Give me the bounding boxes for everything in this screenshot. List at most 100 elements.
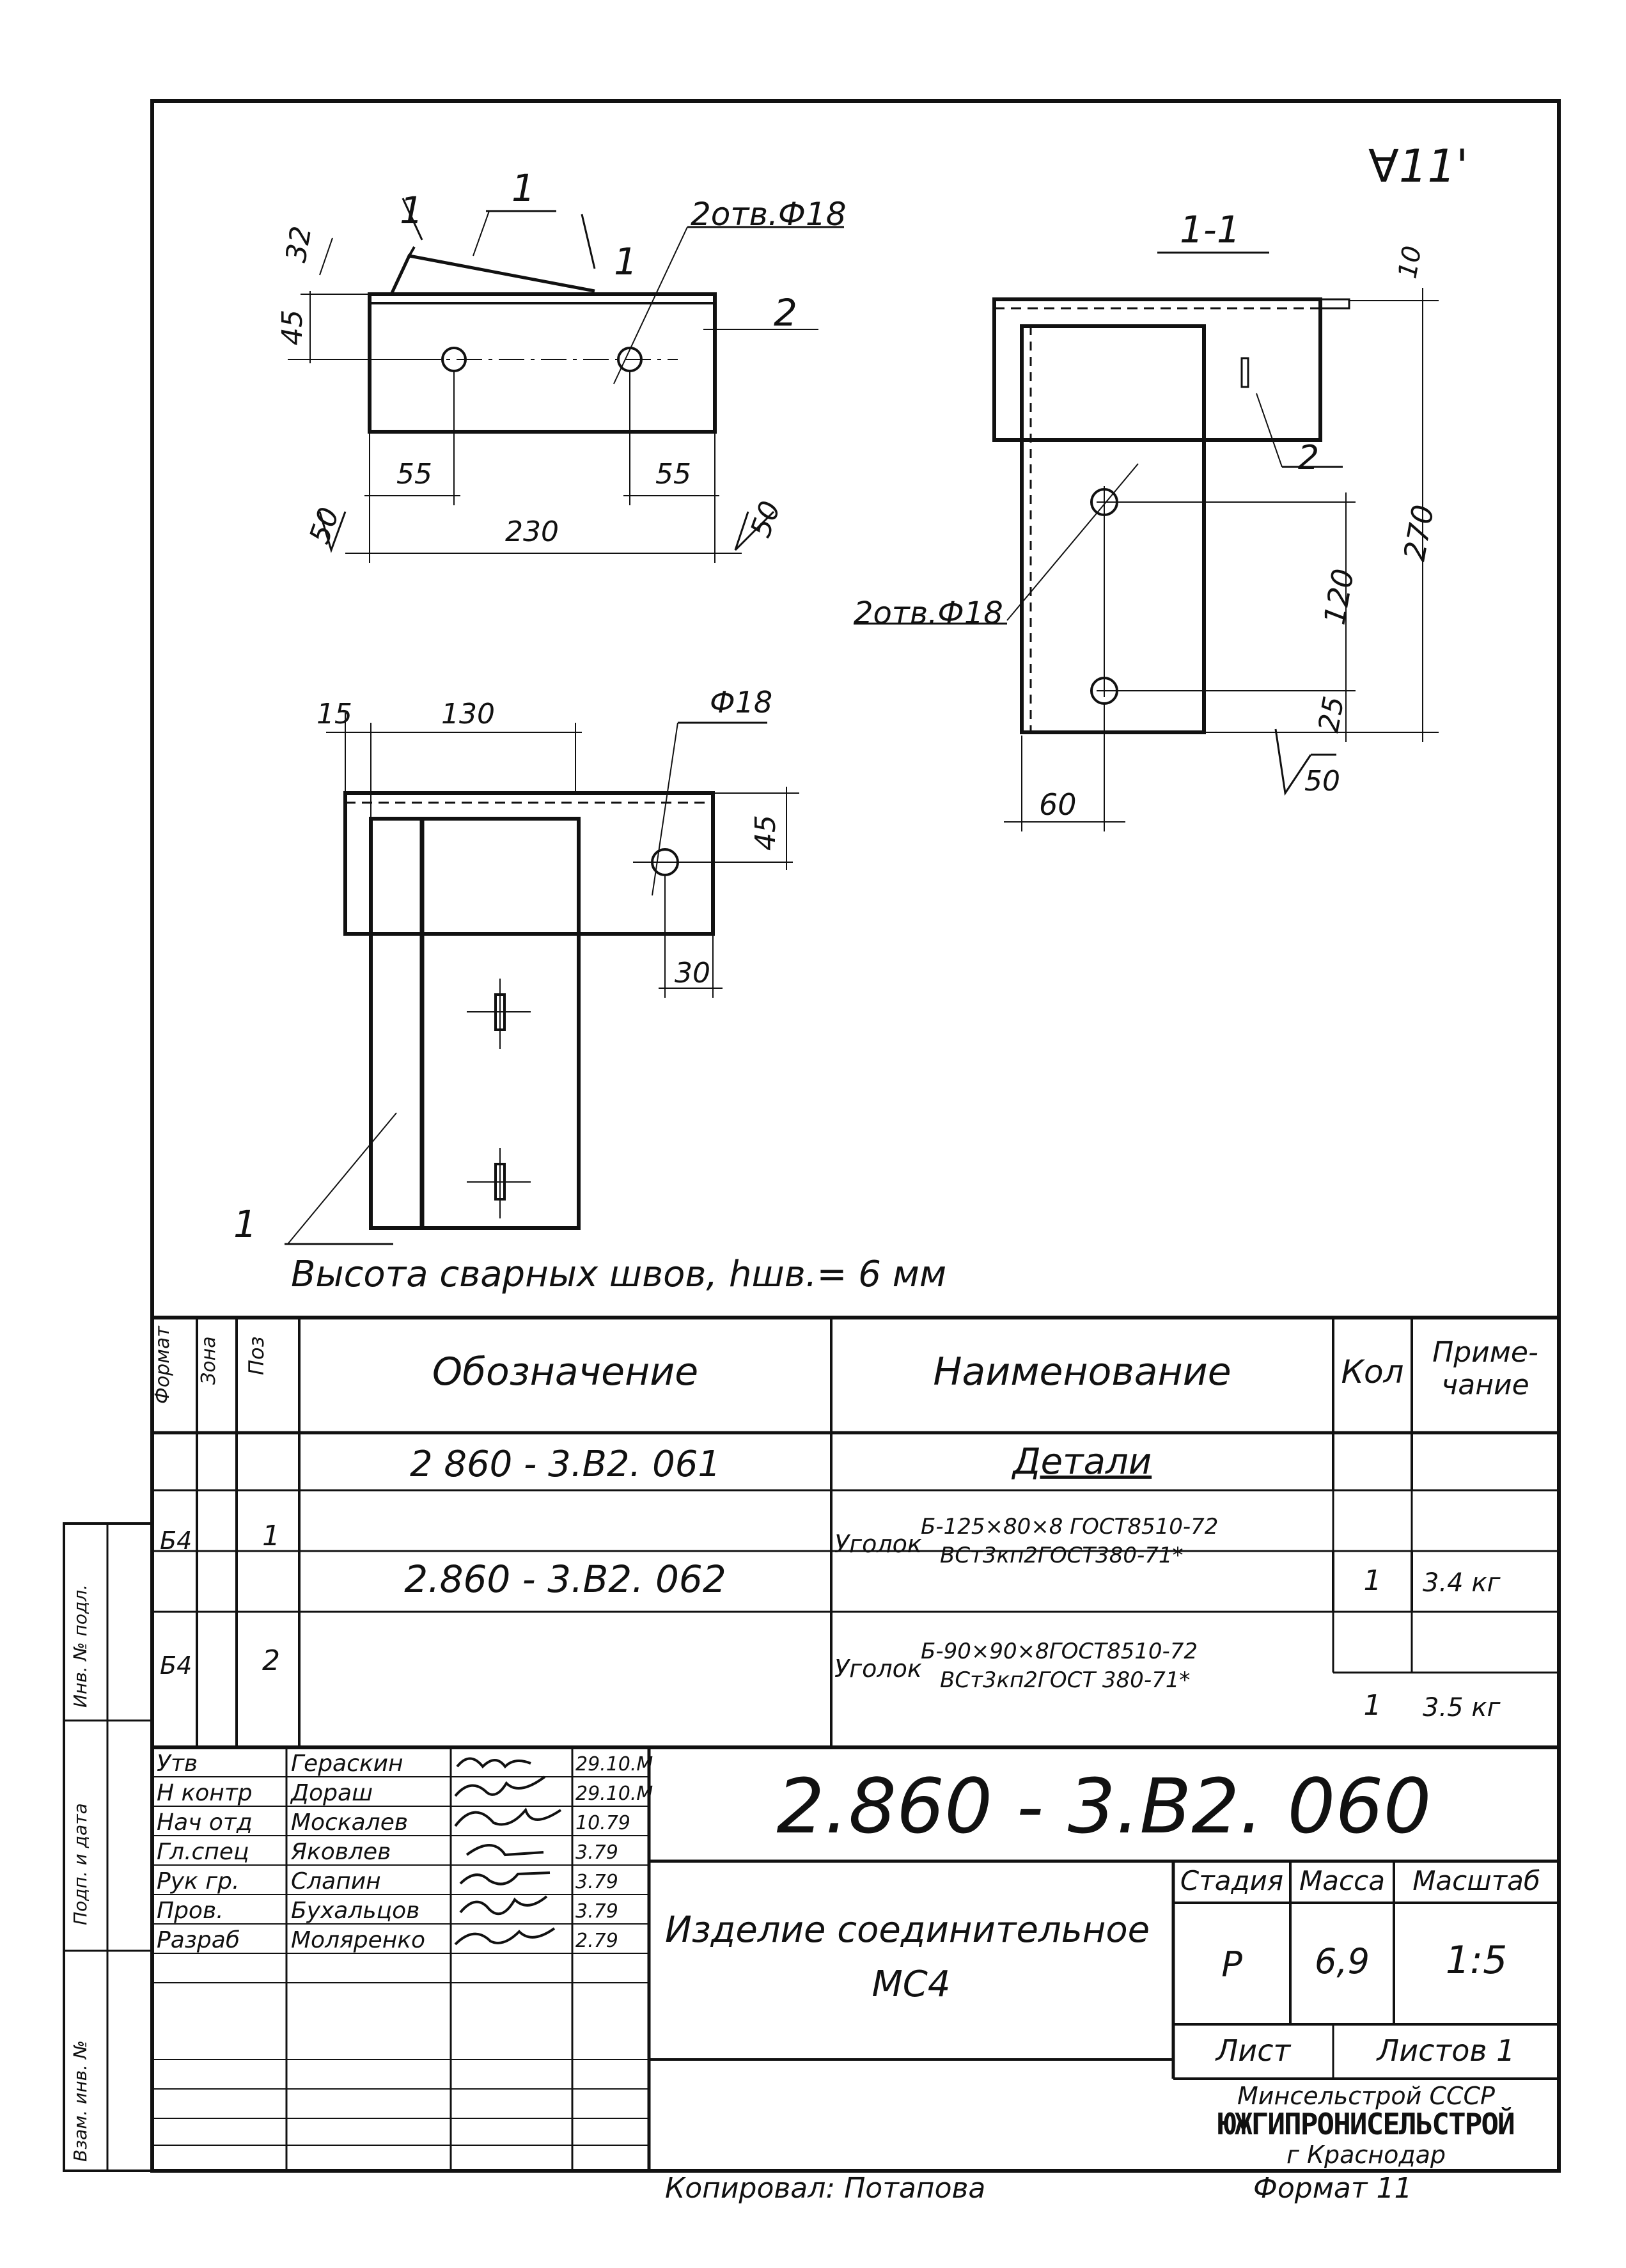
left-margin-lines — [63, 1522, 153, 2172]
city: г Краснодар — [1286, 2141, 1446, 2169]
header-designation: Обозначение — [432, 1350, 699, 1394]
signature-date: 10.79 — [575, 1812, 630, 1834]
signature-date: 29.10.М — [575, 1783, 653, 1805]
description-line1: Изделие соединительное — [665, 1909, 1150, 1951]
dim-230: 230 — [505, 516, 559, 548]
section-view — [854, 251, 1439, 831]
dim-55-left: 55 — [396, 458, 432, 491]
row1-format: Б4 — [160, 1527, 192, 1555]
row1-designation: 2.860 - 3.В2. 062 — [404, 1557, 726, 1601]
row1-pos: 1 — [262, 1520, 280, 1552]
stage-label: Стадия — [1180, 1865, 1284, 1896]
section-holes-note: 2отв.Ф18 — [854, 595, 1003, 631]
margin-label-sign: Подп. и дата — [70, 1803, 91, 1925]
signature-date: 3.79 — [575, 1841, 618, 1864]
header-note: Приме-чание — [1432, 1336, 1538, 1401]
front-view — [288, 198, 844, 563]
mass-label: Масса — [1299, 1865, 1385, 1896]
drawing-code: 2.860 - 3.В2. 060 — [776, 1762, 1432, 1850]
header-zone: Зона — [198, 1336, 220, 1385]
scale-label: Масштаб — [1412, 1865, 1540, 1896]
row2-format: Б4 — [160, 1651, 192, 1680]
signatures-marks — [454, 1757, 562, 1946]
row2-qty: 1 — [1363, 1689, 1382, 1722]
row1-note: 3.4 кг — [1423, 1568, 1501, 1598]
dim-32: 32 — [279, 223, 318, 265]
section-part2-label: 2 — [1298, 439, 1320, 477]
dim-30: 30 — [675, 957, 710, 989]
dim-120: 120 — [1317, 566, 1361, 627]
signature-name: Яковлев — [291, 1839, 391, 1865]
signature-role: Утв — [157, 1751, 198, 1777]
margin-label-inv: Инв. № подл. — [70, 1584, 91, 1708]
sheet-label: Лист — [1216, 2033, 1291, 2068]
signature-date: 3.79 — [575, 1871, 618, 1893]
sheets-label: Листов 1 — [1377, 2033, 1515, 2068]
dim-45-plan: 45 — [749, 815, 782, 851]
section-mark-left: 1 — [400, 189, 423, 232]
signature-name: Москалев — [291, 1809, 409, 1836]
dim-10: 10 — [1393, 243, 1428, 281]
section-mark-right: 1 — [614, 240, 637, 283]
row2-note: 3.5 кг — [1423, 1693, 1501, 1722]
header-pos: Поз — [244, 1336, 269, 1375]
signature-date: 2.79 — [575, 1930, 618, 1952]
row1-name-prefix: Уголок — [834, 1530, 922, 1558]
footer-copied: Копировал: Потапова — [665, 2172, 986, 2205]
spec-table-lines — [152, 1316, 1559, 1747]
signature-name: Бухальцов — [291, 1898, 420, 1924]
header-name: Наименование — [933, 1350, 1231, 1394]
signature-name: Гераскин — [291, 1751, 403, 1777]
stage-value: Р — [1221, 1944, 1242, 1985]
roughness-section: 50 — [1304, 765, 1340, 798]
footer-format: Формат 11 — [1253, 2172, 1412, 2205]
signature-role: Пров. — [157, 1898, 224, 1924]
description-line2: МС4 — [872, 1964, 951, 2005]
dim-25: 25 — [1312, 693, 1351, 735]
plan-view — [285, 713, 799, 1245]
row1-qty: 1 — [1363, 1564, 1382, 1597]
front-part1-label: 1 — [512, 166, 535, 210]
row2-name-bottom: ВСт3кп2ГОСТ 380-71* — [940, 1667, 1191, 1693]
dim-60: 60 — [1039, 787, 1077, 822]
weld-note: Высота сварных швов, hшв.= 6 мм — [291, 1254, 947, 1295]
front-part2-label: 2 — [774, 291, 797, 335]
row2-pos: 2 — [262, 1644, 280, 1677]
title-block-lines — [152, 1745, 1559, 2171]
margin-label-replace: Взам. инв. № — [70, 2040, 91, 2162]
front-holes-note: 2отв.Ф18 — [691, 196, 847, 233]
plan-hole-note: Ф18 — [710, 685, 773, 720]
header-format: Формат — [152, 1326, 174, 1404]
signature-role: Нач отд — [157, 1809, 253, 1836]
dim-55-right: 55 — [655, 458, 691, 491]
signature-role: Рук гр. — [157, 1868, 240, 1894]
dim-130: 130 — [441, 698, 495, 730]
section-title: 1-1 — [1180, 208, 1240, 251]
section-title-details: Детали — [1012, 1441, 1152, 1483]
signature-role: Гл.спец — [157, 1839, 249, 1865]
institute: ЮЖГИПРОНИСЕЛЬСТРОЙ — [1218, 2107, 1515, 2141]
plan-part1-label: 1 — [233, 1202, 257, 1246]
sheet-frame — [150, 99, 1561, 2173]
row2-name-top: Б-90×90×8ГОСТ8510-72 — [921, 1639, 1198, 1664]
signature-role: Разраб — [157, 1927, 240, 1953]
ministry: Минсельстрой СССР — [1237, 2082, 1495, 2110]
signature-name: Моляренко — [291, 1927, 426, 1953]
corner-mark: ∀11' — [1368, 140, 1469, 193]
signature-role: Н контр — [157, 1780, 253, 1806]
mass-value: 6,9 — [1315, 1941, 1370, 1981]
dim-270: 270 — [1396, 502, 1441, 563]
header-qty: Кол — [1341, 1353, 1404, 1390]
dim-15: 15 — [317, 698, 352, 730]
signature-date: 29.10.М — [575, 1753, 653, 1776]
signature-date: 3.79 — [575, 1900, 618, 1923]
scale-value: 1:5 — [1445, 1938, 1508, 1983]
signature-name: Слапин — [291, 1868, 381, 1894]
row2-name-prefix: Уголок — [834, 1655, 922, 1683]
doc-first: 2 860 - 3.В2. 061 — [409, 1444, 721, 1485]
row1-name-bottom: ВСт3кп2ГОСТ380-71* — [940, 1543, 1184, 1568]
dim-45-front: 45 — [276, 310, 309, 345]
row1-name-top: Б-125×80×8 ГОСТ8510-72 — [921, 1514, 1219, 1540]
signature-name: Дораш — [291, 1780, 373, 1806]
